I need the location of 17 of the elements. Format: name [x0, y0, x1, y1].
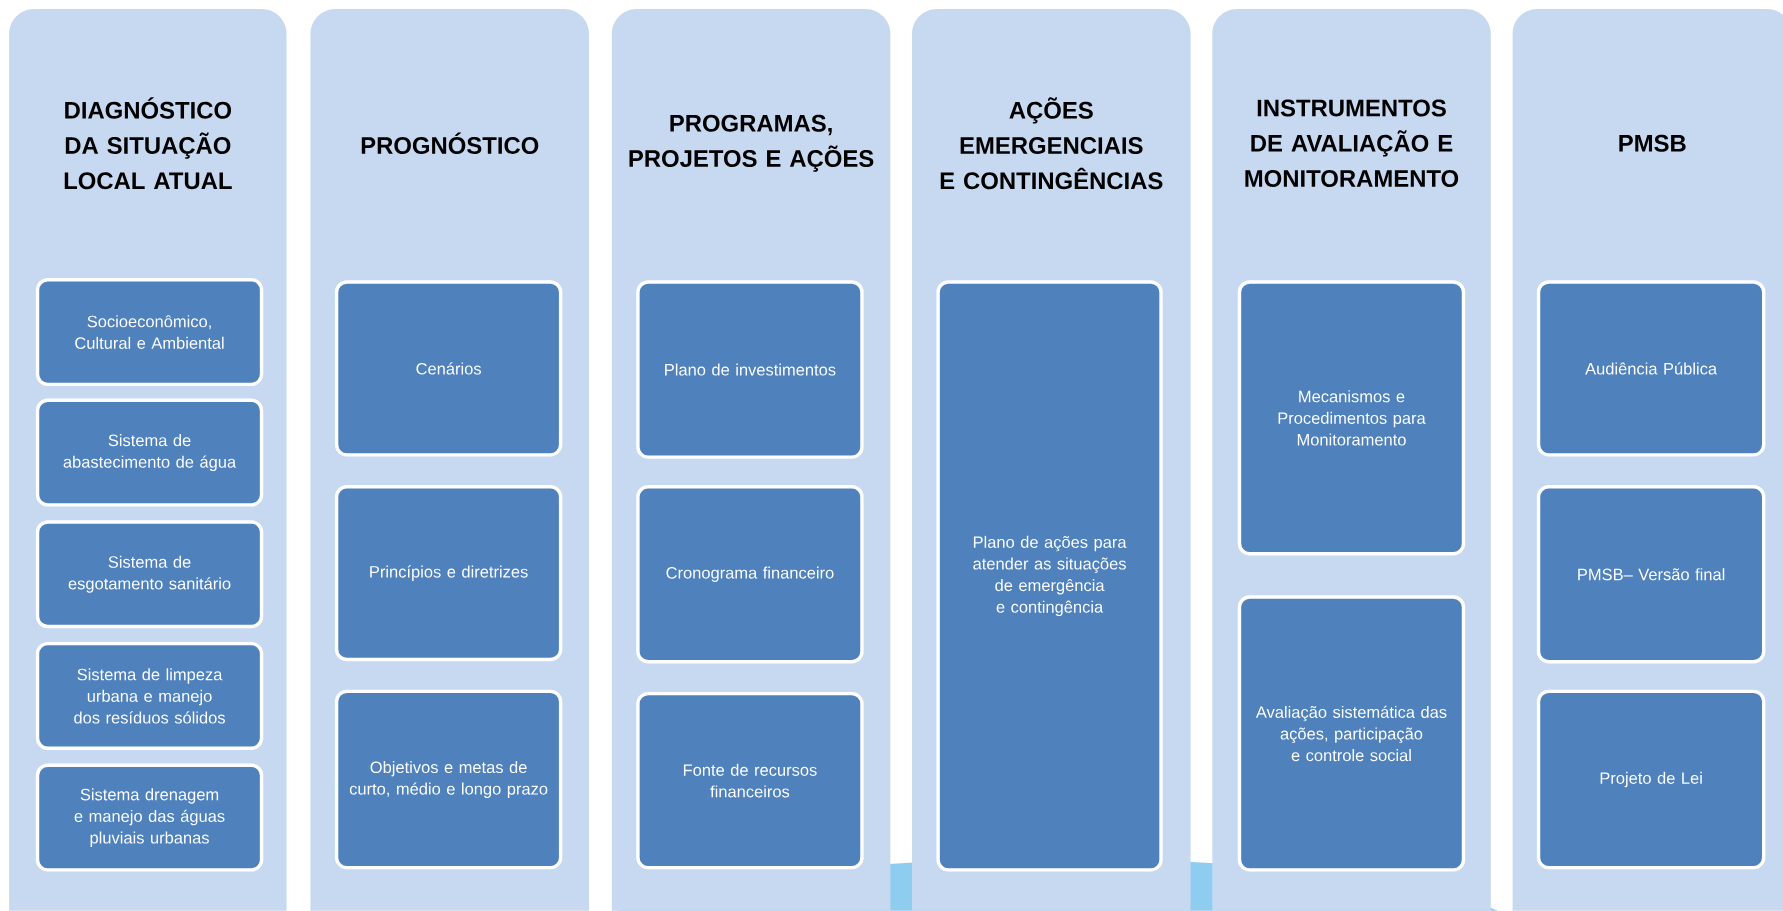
item-box: Avaliação sistemática das ações, participação e controle social	[1237, 595, 1466, 872]
item-box: Mecanismos e Procedimentos para Monitoramento	[1237, 280, 1466, 556]
item-box: Cenários	[334, 280, 563, 457]
item-box: Sistema de abastecimento de água	[35, 398, 264, 507]
item-box: Projeto de Lei	[1536, 689, 1766, 870]
item-box: Plano de ações para atender as situações de emergência e contingência	[936, 280, 1163, 872]
item-box: Plano de investimentos	[636, 280, 864, 459]
item-box: Cronograma financeiro	[636, 485, 864, 664]
item-box: Sistema drenagem e manejo das águas pluviais urbanas	[35, 763, 264, 872]
item-box: Princípios e diretrizes	[334, 485, 563, 662]
item-box: Sistema de limpeza urbana e manejo dos resíduos sólidos	[35, 642, 264, 750]
item-box: Audiência Pública	[1536, 280, 1766, 457]
item-box: Socioeconômico, Cultural e Ambiental	[35, 278, 264, 387]
item-box: PMSB– Versão final	[1536, 485, 1766, 664]
item-box: Objetivos e metas de curto, médio e longo prazo	[334, 689, 563, 870]
item-box: Fonte de recursos financeiros	[636, 692, 864, 870]
item-box: Sistema de esgotamento sanitário	[35, 520, 264, 629]
